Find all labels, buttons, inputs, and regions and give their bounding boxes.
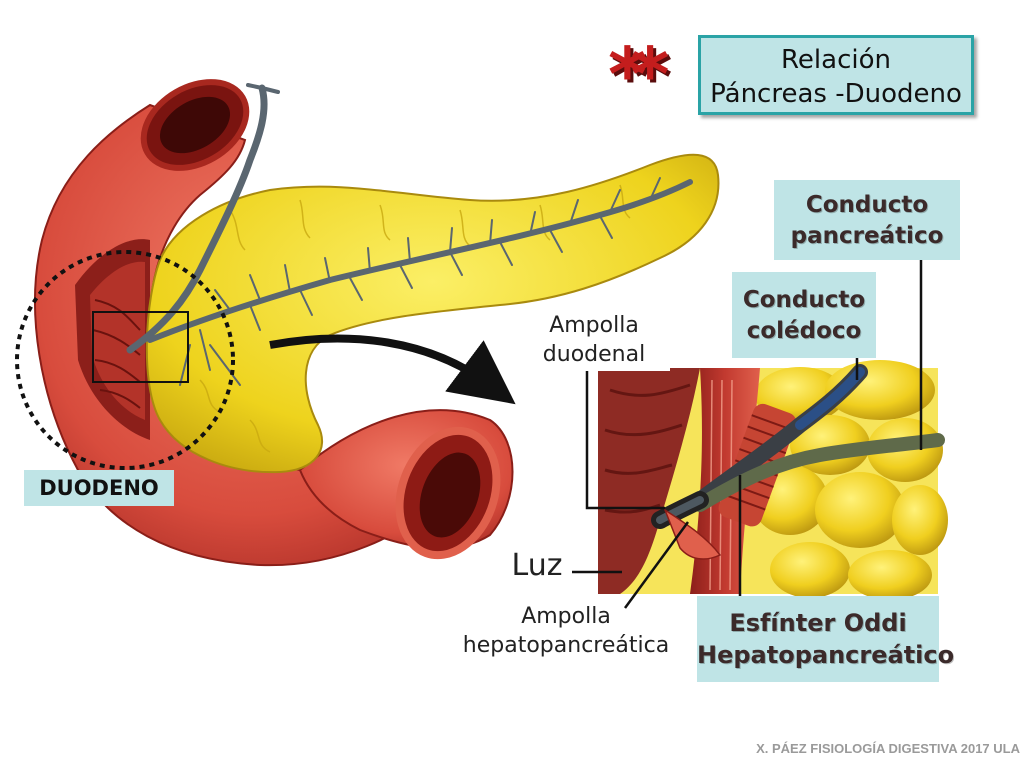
- focus-box: [92, 311, 189, 383]
- label-duodeno: DUODENO: [24, 470, 174, 506]
- title-line-1: Relación: [781, 45, 891, 75]
- label-line: Hepatopancreático: [697, 641, 955, 669]
- slide-title: Relación Páncreas -Duodeno: [698, 35, 974, 115]
- label-luz: Luz: [511, 548, 563, 583]
- label-conducto-pancreatico: Conducto pancreático: [774, 180, 960, 260]
- label-line: Conducto: [805, 192, 929, 218]
- label-line: pancreático: [790, 223, 944, 249]
- leader-lines: [572, 260, 923, 609]
- label-line: Ampolla: [549, 313, 639, 338]
- pancreatic-duct: [126, 83, 693, 386]
- label-ampolla-duodenal: Ampolla duodenal: [518, 309, 670, 371]
- label-ampolla-hepatopancreatica: Ampolla hepatopancreática: [446, 602, 686, 660]
- label-esfinter-oddi: Esfínter Oddi Hepatopancreático: [697, 596, 955, 682]
- label-line: Conducto: [742, 287, 866, 313]
- duodenum: [34, 79, 514, 567]
- magnified-inset: [598, 360, 948, 600]
- label-line: Esfínter Oddi: [729, 609, 907, 637]
- label-line: hepatopancreática: [462, 633, 670, 658]
- label-line: duodenal: [542, 342, 646, 367]
- title-line-2: Páncreas -Duodeno: [710, 79, 962, 109]
- label-line: colédoco: [746, 318, 862, 344]
- highlight-circle: [15, 250, 235, 470]
- emphasis-stars: **: [608, 32, 670, 118]
- label-line: Ampolla: [521, 604, 611, 629]
- label-conducto-coledoco: Conducto colédoco: [732, 272, 876, 358]
- footer-credit: X. PÁEZ FISIOLOGÍA DIGESTIVA 2017 ULA: [756, 741, 1020, 756]
- pancreas: [126, 83, 720, 474]
